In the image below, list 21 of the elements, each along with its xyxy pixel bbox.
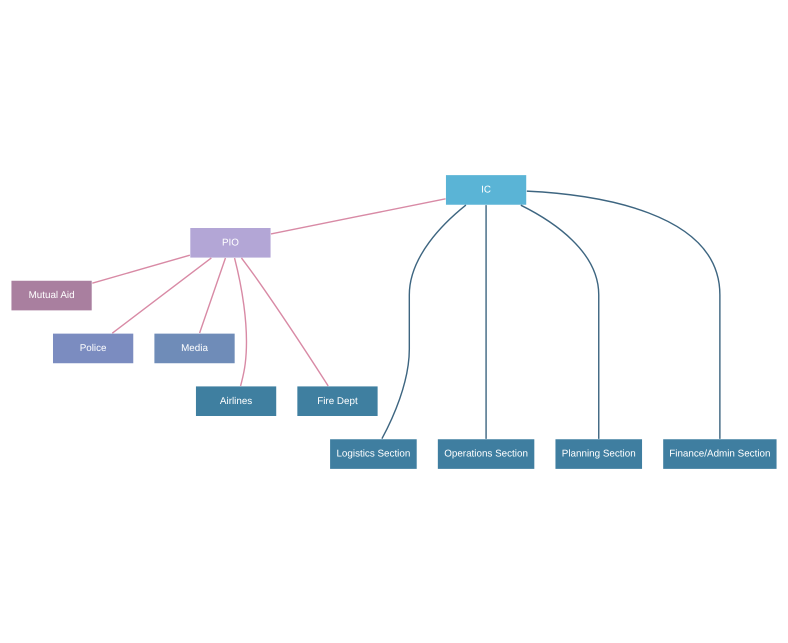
node-box: Media	[154, 332, 236, 364]
node-box: Mutual Aid	[10, 280, 92, 311]
node-box: PIO	[190, 226, 272, 258]
node-box: Logistics Section	[329, 438, 418, 470]
connector	[92, 254, 190, 284]
connector	[381, 204, 466, 439]
node-box: Finance/Admin Section	[662, 438, 778, 470]
node-box: Operations Section	[437, 438, 536, 470]
node-box: Fire Dept	[296, 385, 378, 416]
connector	[112, 256, 212, 334]
node-box: Airlines	[195, 385, 277, 416]
connector	[240, 257, 329, 386]
connector	[198, 257, 226, 333]
node-box: IC	[445, 174, 527, 205]
connector	[270, 198, 446, 234]
node-box: Police	[52, 332, 134, 364]
connector	[526, 190, 721, 438]
node-box: Planning Section	[554, 438, 643, 470]
connector	[485, 204, 487, 438]
connector	[234, 257, 248, 386]
connector	[520, 204, 600, 438]
